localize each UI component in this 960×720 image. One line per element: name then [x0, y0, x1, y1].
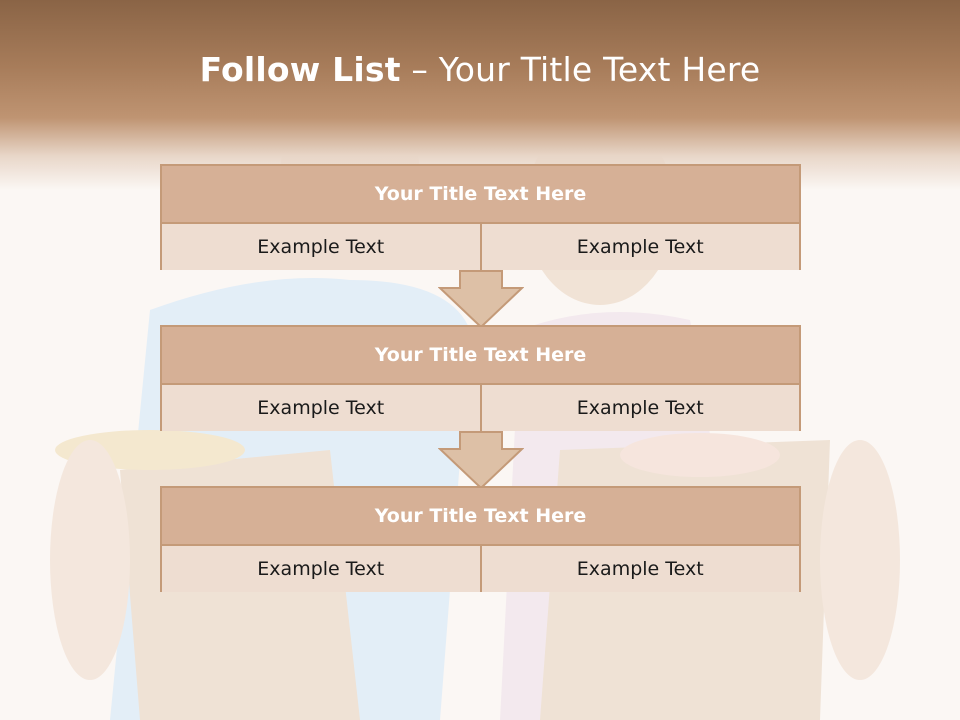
- down-arrow-icon: [438, 270, 524, 328]
- block-text-left: Example Text: [162, 224, 480, 270]
- list-block-3: Your Title Text Here Example Text Exampl…: [160, 486, 801, 592]
- block-title: Your Title Text Here: [162, 166, 799, 224]
- block-text-left: Example Text: [162, 546, 480, 592]
- list-block-2: Your Title Text Here Example Text Exampl…: [160, 325, 801, 431]
- slide-title-bold: Follow List: [199, 50, 401, 89]
- down-arrow-icon: [438, 431, 524, 489]
- block-text-right: Example Text: [479, 385, 799, 431]
- list-block-1: Your Title Text Here Example Text Exampl…: [160, 164, 801, 270]
- block-text-right: Example Text: [479, 224, 799, 270]
- block-title: Your Title Text Here: [162, 327, 799, 385]
- slide-title: Follow List – Your Title Text Here: [0, 50, 960, 89]
- block-text-right: Example Text: [479, 546, 799, 592]
- block-text-left: Example Text: [162, 385, 480, 431]
- block-title: Your Title Text Here: [162, 488, 799, 546]
- slide-header-band: [0, 0, 960, 190]
- slide-title-rest: – Your Title Text Here: [400, 50, 761, 89]
